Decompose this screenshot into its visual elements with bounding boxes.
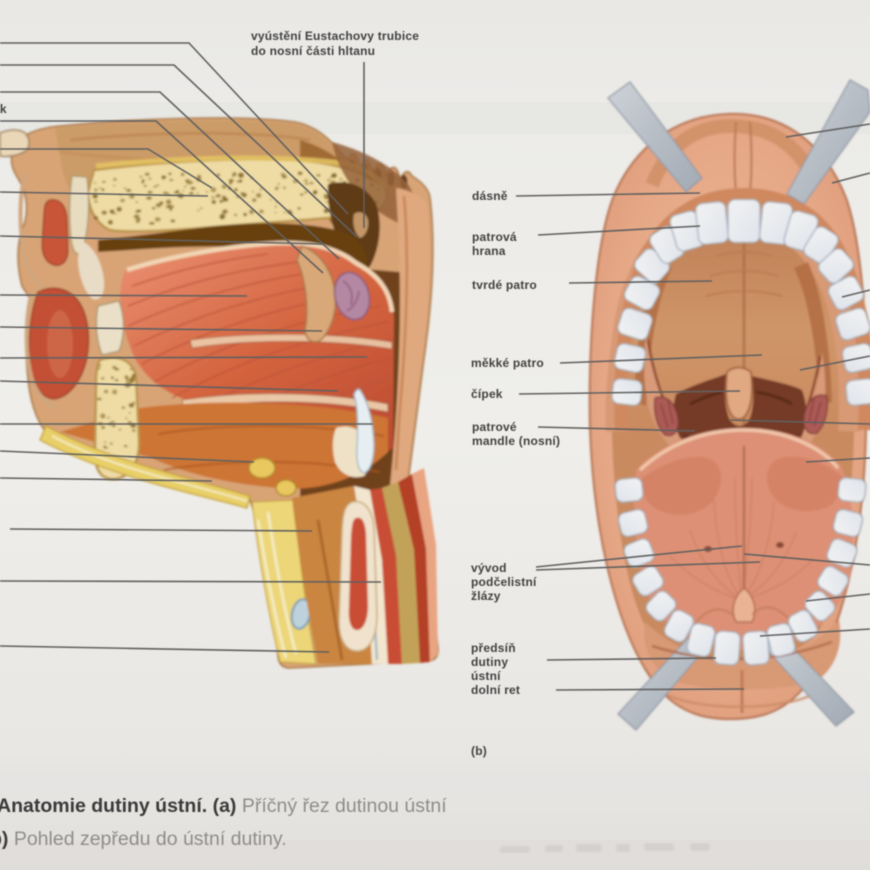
svg-text:tvrdé patro: tvrdé patro <box>472 278 537 292</box>
svg-text:do nosní části hltanu: do nosní části hltanu <box>251 44 375 58</box>
svg-text:hrana: hrana <box>472 244 506 258</box>
svg-text:dolní ret: dolní ret <box>471 683 520 697</box>
svg-text:ak: ak <box>0 102 7 116</box>
svg-text:patrová: patrová <box>472 230 517 244</box>
svg-text:měkké patro: měkké patro <box>471 356 544 370</box>
svg-text:mandle (nosní): mandle (nosní) <box>472 434 560 448</box>
svg-text:podčelistní: podčelistní <box>471 575 537 589</box>
svg-text:předsíň: předsíň <box>471 641 516 655</box>
svg-text:dásně: dásně <box>472 189 508 203</box>
svg-text:vyústění Eustachovy trubice: vyústění Eustachovy trubice <box>251 29 419 43</box>
svg-text:čípek: čípek <box>471 387 503 401</box>
svg-text:vývod: vývod <box>471 561 507 575</box>
svg-text:dutiny: dutiny <box>471 655 508 669</box>
svg-text:žlázy: žlázy <box>471 589 501 603</box>
svg-text:b) Pohled zepředu do ústní dut: b) Pohled zepředu do ústní dutiny. <box>0 828 287 850</box>
svg-text:Anatomie dutiny ústní. (a) Pří: Anatomie dutiny ústní. (a) Příčný řez du… <box>0 795 447 817</box>
svg-text:ústní: ústní <box>471 669 501 683</box>
svg-text:(b): (b) <box>471 744 487 758</box>
svg-text:patrové: patrové <box>472 420 517 434</box>
